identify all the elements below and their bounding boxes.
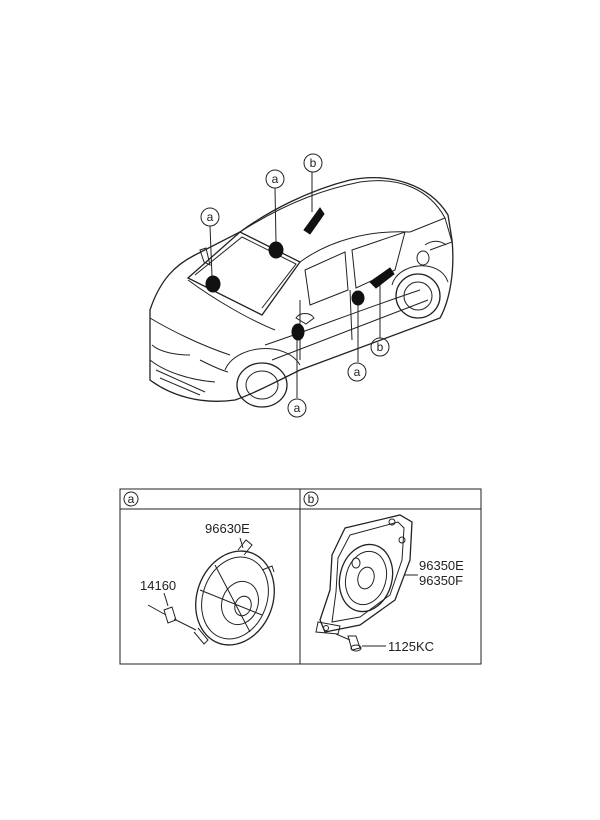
svg-text:a: a [272,172,279,186]
svg-text:b: b [308,492,315,506]
speaker-markers [205,207,395,341]
svg-text:a: a [354,365,361,379]
panel-a-header: a [123,491,139,507]
bolt-1125kc-drawing [335,633,362,652]
callout-a-1: a [200,207,220,227]
callout-a-3: a [287,398,307,418]
marker-front-right-dash [268,241,284,259]
part-label-96350f: 96350F [419,573,463,588]
marker-front-left-dash [205,275,221,293]
speaker-96630e-drawing [193,539,275,646]
panel-b-header: b [303,491,319,507]
marker-rear-shelf [303,207,325,235]
callout-leaders [209,172,381,398]
part-label-96350e: 96350E [419,558,464,573]
svg-text:a: a [128,492,135,506]
panel-a: a 96630E 14160 [123,491,275,646]
part-label-1125kc: 1125KC [388,639,434,654]
svg-text:a: a [294,401,301,415]
panel-b: b 96350E 96350F 1125KC [303,491,464,654]
marker-front-door [291,323,305,341]
svg-text:a: a [207,210,214,224]
callout-b-1: b [303,153,323,173]
screw-14160-drawing [147,604,197,631]
callout-b-2: b [370,337,390,357]
speaker-96350e-drawing [315,514,413,635]
part-label-96630e: 96630E [205,521,250,536]
svg-text:b: b [377,340,384,354]
marker-rear-door [351,290,365,306]
car-illustration [149,177,454,408]
part-label-14160: 14160 [140,578,176,593]
marker-rear-door-b [369,267,395,289]
callout-a-4: a [347,362,367,382]
svg-text:b: b [310,156,317,170]
callout-a-2: a [265,169,285,189]
detail-panels [119,488,482,665]
